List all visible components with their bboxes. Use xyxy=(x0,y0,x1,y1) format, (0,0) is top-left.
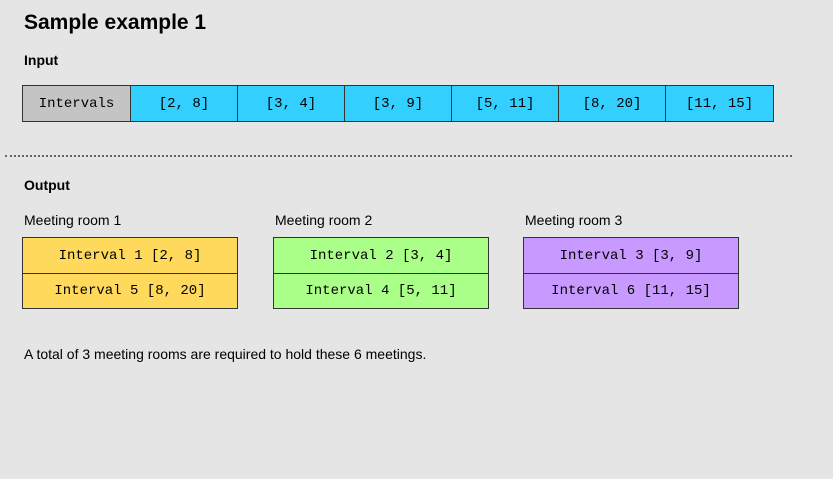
interval-cell-3: [3, 9] xyxy=(345,86,452,121)
output-heading: Output xyxy=(24,177,70,193)
interval-cell-4: [5, 11] xyxy=(452,86,559,121)
meeting-room-2-label: Meeting room 2 xyxy=(275,212,373,228)
interval-cell-6: [11, 15] xyxy=(666,86,773,121)
room-1-interval-1: Interval 1 [2, 8] xyxy=(58,247,202,264)
summary-text: A total of 3 meeting rooms are required … xyxy=(24,346,427,362)
meeting-room-1-label: Meeting room 1 xyxy=(24,212,122,228)
room-2-interval-1: Interval 2 [3, 4] xyxy=(309,247,453,264)
room-1-interval-2: Interval 5 [8, 20] xyxy=(23,273,237,308)
meeting-room-1-box: Interval 1 [2, 8] Interval 5 [8, 20] xyxy=(22,237,238,309)
intervals-header-cell: Intervals xyxy=(23,86,131,121)
meeting-room-3-box: Interval 3 [3, 9] Interval 6 [11, 15] xyxy=(523,237,739,309)
meeting-room-3-label: Meeting room 3 xyxy=(525,212,623,228)
interval-cell-1: [2, 8] xyxy=(131,86,238,121)
section-divider xyxy=(5,155,792,157)
room-3-interval-2: Interval 6 [11, 15] xyxy=(524,273,738,308)
meeting-room-2: Meeting room 2 Interval 2 [3, 4] Interva… xyxy=(273,212,489,309)
room-3-interval-1: Interval 3 [3, 9] xyxy=(559,247,703,264)
meeting-room-1: Meeting room 1 Interval 1 [2, 8] Interva… xyxy=(22,212,238,309)
interval-cell-5: [8, 20] xyxy=(559,86,666,121)
interval-cell-2: [3, 4] xyxy=(238,86,345,121)
meeting-room-3: Meeting room 3 Interval 3 [3, 9] Interva… xyxy=(523,212,739,309)
meeting-room-2-box: Interval 2 [3, 4] Interval 4 [5, 11] xyxy=(273,237,489,309)
room-2-interval-2: Interval 4 [5, 11] xyxy=(274,273,488,308)
intervals-array: Intervals [2, 8] [3, 4] [3, 9] [5, 11] [… xyxy=(22,85,774,122)
page-title: Sample example 1 xyxy=(24,11,207,34)
input-heading: Input xyxy=(24,52,59,68)
